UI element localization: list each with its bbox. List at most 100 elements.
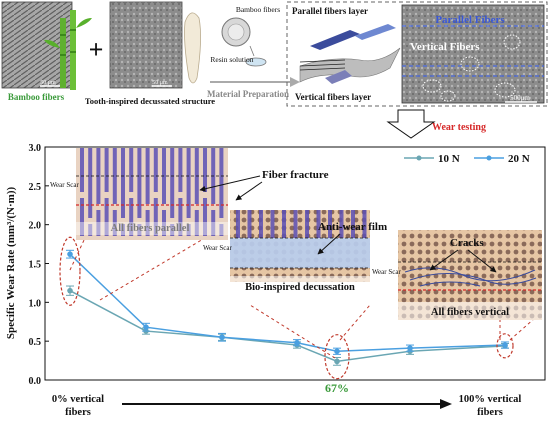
inset1-title: All fibers parallel <box>111 223 190 234</box>
fiber-bar <box>88 224 93 236</box>
fiber-bar <box>362 210 367 238</box>
fiber-bar <box>211 210 216 236</box>
y-tick-label: 2.5 <box>29 182 42 193</box>
fiber-bar <box>316 210 321 238</box>
inset1-wear-scar: Wear Scar <box>50 181 79 189</box>
series-20N <box>66 249 509 355</box>
y-axis-label: Specific Wear Rate (mm³/(N·m)) <box>5 187 17 340</box>
legend: 10 N 20 N <box>404 153 530 165</box>
y-tick-label: 1.0 <box>29 298 42 309</box>
fiber-bar <box>112 210 117 236</box>
fiber-bar <box>178 198 183 236</box>
y-tick-label: 1.5 <box>29 260 42 271</box>
prep-title: Material Preparation <box>207 89 289 99</box>
y-tick-label: 0.5 <box>29 337 42 348</box>
fiber-bar <box>104 198 109 236</box>
data-point <box>294 339 300 346</box>
data-point <box>67 251 73 257</box>
y-tick-label: 0.0 <box>29 376 42 387</box>
fiber-bar <box>270 210 275 238</box>
legend-20N: 20 N <box>508 153 530 165</box>
left-label-1: 0% vertical <box>52 394 104 405</box>
sem-fiber-circles <box>422 34 521 102</box>
fiber-bar <box>137 224 142 236</box>
data-point <box>219 334 225 341</box>
inset-decussation: Wear Scar Bio-inspired decussation <box>203 210 370 296</box>
fiber-bar <box>178 148 183 192</box>
wear-testing-label: Wear testing <box>432 122 486 133</box>
vertical-layer-label: Vertical fibers layer <box>295 92 371 102</box>
fiber-bar <box>121 148 125 218</box>
tooth-sem-image <box>109 1 183 89</box>
layers-sem-image <box>401 4 545 104</box>
bamboo-label: Bamboo fibers <box>8 92 65 102</box>
fiber-fracture-label: Fiber fracture <box>262 169 329 181</box>
fiber-bar <box>112 148 117 204</box>
fiber-bar <box>129 198 134 236</box>
plus-sign: + <box>89 35 104 64</box>
sem-vertical-label: Vertical Fibers <box>410 41 480 53</box>
layers-box <box>286 1 548 107</box>
bottom-axis: 0% vertical fibers 100% vertical fibers … <box>52 381 522 418</box>
fiber-bar <box>282 210 286 238</box>
inset3-title: All fibers vertical <box>431 307 509 318</box>
prep-illustration <box>221 17 267 67</box>
fiber-bar <box>247 210 252 238</box>
fiber-bar <box>219 148 224 218</box>
fiber-bar <box>236 210 240 238</box>
fiber-bar <box>145 210 150 236</box>
y-tick-label: 2.0 <box>29 221 42 232</box>
fiber-bar <box>186 148 191 218</box>
sem-parallel-label: Parallel Fibers <box>435 14 505 26</box>
highlight-ellipses <box>59 236 514 380</box>
fiber-bar <box>259 210 263 238</box>
prep-bamboo-1: Bamboo fibers <box>236 5 280 14</box>
fiber-bar <box>129 148 134 192</box>
inset2-title: Bio-inspired decussation <box>245 282 355 293</box>
fiber-bar <box>80 198 84 236</box>
tooth-label: Tooth-inspired decussated structure <box>85 96 215 106</box>
data-point <box>143 324 149 330</box>
fiber-bar <box>153 148 158 192</box>
wear-testing-arrow <box>386 109 436 139</box>
data-point <box>334 358 340 365</box>
fiber-bar <box>96 210 101 236</box>
tooth-icon <box>184 12 201 84</box>
data-point <box>502 342 508 348</box>
highlight-ellipse <box>324 334 350 380</box>
fiber-bar <box>186 224 191 236</box>
top-panel: 50 μm Bamboo fibers + 50 μm Tooth-inspir… <box>1 1 548 139</box>
fiber-bar <box>153 198 158 236</box>
fiber-bar <box>351 210 355 238</box>
highlight-ellipse <box>59 236 81 306</box>
fiber-bar <box>305 210 309 238</box>
data-point <box>334 348 340 355</box>
layers-illustration <box>299 24 401 84</box>
fiber-bar <box>194 210 199 236</box>
legend-10N: 10 N <box>438 153 460 165</box>
wear-rate-chart: Specific Wear Rate (mm³/(N·m)) 0.0 0.5 1.0… <box>5 143 546 387</box>
fiber-bar <box>88 148 93 218</box>
fiber-bar <box>80 148 84 192</box>
y-tick-label: 3.0 <box>29 143 42 154</box>
data-point <box>407 345 413 351</box>
y-ticks: 0.0 0.5 1.0 1.5 2.0 2.5 3.0 <box>29 143 49 387</box>
fiber-bar <box>121 224 125 236</box>
fiber-bar <box>137 148 142 218</box>
anti-wear-label: Anti-wear film <box>318 221 387 233</box>
fiber-bar <box>219 224 224 236</box>
inset-parallel: Wear Scar All fibers parallel <box>50 148 228 240</box>
fiber-bar <box>203 198 207 236</box>
fiber-bar <box>104 148 109 192</box>
fiber-bar <box>170 224 175 236</box>
inset-vertical: Wear Scar All fibers vertical <box>372 230 542 320</box>
percent-label: 67% <box>325 381 349 395</box>
left-label-2: fibers <box>65 407 91 418</box>
sem-scale-3: 500μm <box>510 94 530 102</box>
cracks-label: Cracks <box>450 237 484 249</box>
parallel-layer-label: Parallel fibers layer <box>292 6 368 16</box>
prep-resin-1: Resin solution <box>210 55 253 64</box>
right-label-1: 100% vertical <box>459 394 522 405</box>
